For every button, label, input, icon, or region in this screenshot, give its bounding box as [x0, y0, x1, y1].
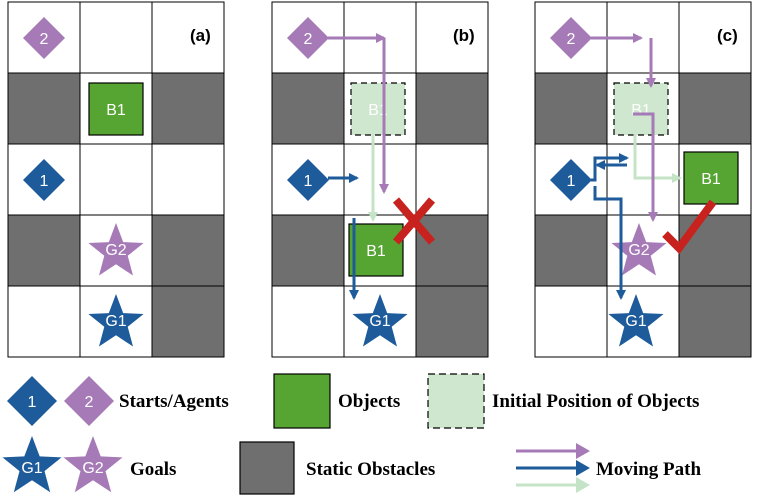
moving-path-agent-1 — [328, 173, 359, 300]
moving-path-object — [633, 134, 682, 183]
legend-goals-label: Goals — [130, 459, 176, 480]
panel-b: (b) B1 2 1 G1 B1 — [271, 1, 489, 358]
legend-goal-2-label: G2 — [82, 460, 103, 477]
goal-1-label: G1 — [625, 313, 646, 330]
object-b1: B1 — [683, 151, 739, 205]
static-obstacle — [151, 72, 225, 145]
static-obstacle — [271, 72, 345, 145]
panel-c: (c) B1 2 1 G2 G1 B1 — [534, 1, 752, 358]
agent-2-label: 2 — [567, 31, 576, 48]
static-obstacle — [151, 285, 225, 358]
object-b1-label: B1 — [106, 102, 126, 119]
object-b1-label: B1 — [701, 171, 721, 188]
agent-2-label: 2 — [40, 31, 49, 48]
goal-2-label: G2 — [628, 242, 649, 259]
agent-1-label: 1 — [567, 173, 576, 190]
static-obstacle — [415, 72, 489, 145]
goal-1: G1 — [608, 294, 664, 347]
agent-2-start: 2 — [550, 17, 592, 59]
goal-1-label: G1 — [105, 313, 126, 330]
goal-1-label: G1 — [369, 313, 390, 330]
moving-path-agent-2 — [591, 33, 658, 222]
moving-path-icon — [516, 443, 590, 493]
legend: 1 2 Starts/Agents Objects Initial Positi… — [2, 373, 701, 495]
legend-initial-position-label: Initial Position of Objects — [492, 391, 699, 412]
static-obstacle — [534, 214, 608, 287]
legend-starts-agents-label: Starts/Agents — [119, 391, 229, 412]
static-obstacle — [534, 72, 608, 145]
legend-objects: Objects — [273, 373, 400, 429]
legend-goal-1-label: G1 — [21, 460, 42, 477]
object-b1-label: B1 — [366, 243, 386, 260]
static-obstacle — [415, 285, 489, 358]
legend-starts-agents: 1 2 Starts/Agents — [7, 376, 229, 426]
object-b1: B1 — [348, 223, 404, 277]
agent-1-start: 1 — [23, 159, 65, 201]
agent-2-start: 2 — [287, 17, 329, 59]
static-obstacle — [678, 214, 752, 287]
panel-label: (b) — [453, 26, 475, 45]
goal-1: G1 — [88, 294, 144, 347]
agent-2-icon: 2 — [64, 376, 114, 426]
panel-label: (c) — [717, 26, 738, 45]
static-obstacle — [7, 72, 81, 145]
object-b1-initial: B1 — [350, 82, 406, 136]
grid-b — [271, 1, 489, 358]
static-obstacle — [678, 72, 752, 145]
static-obstacle — [7, 214, 81, 287]
legend-static-obstacles: Static Obstacles — [239, 441, 435, 495]
object-b1: B1 — [88, 82, 144, 136]
static-obstacle — [678, 285, 752, 358]
goal-1: G1 — [352, 294, 408, 347]
goal-2-label: G2 — [105, 242, 126, 259]
goal-2: G2 — [611, 223, 667, 276]
agent-1-icon: 1 — [7, 376, 57, 426]
object-swatch — [273, 373, 331, 429]
legend-static-obstacles-label: Static Obstacles — [306, 459, 435, 480]
legend-objects-label: Objects — [338, 391, 400, 412]
legend-agent-2-label: 2 — [85, 394, 94, 411]
moving-path-agent-2 — [328, 33, 389, 194]
object-b1-initial: B1 — [613, 82, 669, 136]
initial-position-swatch — [427, 373, 485, 429]
cross-icon — [392, 197, 436, 245]
goal-2: G2 — [88, 223, 144, 276]
legend-agent-1-label: 1 — [28, 394, 37, 411]
legend-moving-path: Moving Path — [516, 443, 701, 493]
legend-moving-path-label: Moving Path — [596, 459, 701, 480]
agent-2-start: 2 — [23, 17, 65, 59]
static-obstacle — [271, 214, 345, 287]
legend-initial-position: Initial Position of Objects — [427, 373, 699, 429]
object-b1-initial-label: B1 — [631, 102, 651, 119]
check-icon — [662, 199, 717, 255]
moving-path-agent-1 — [591, 153, 629, 300]
static-obstacle-swatch — [239, 441, 295, 495]
agent-1-label: 1 — [40, 173, 49, 190]
static-obstacle — [415, 214, 489, 287]
agent-1-start: 1 — [550, 159, 592, 201]
agent-1-label: 1 — [304, 173, 313, 190]
goal-1-icon: G1 — [2, 436, 62, 493]
goal-2-icon: G2 — [63, 436, 123, 493]
agent-2-label: 2 — [304, 31, 313, 48]
panel-a: (a) 2 B1 1 G2 G1 — [7, 1, 225, 358]
panel-label: (a) — [190, 26, 211, 45]
agent-1-start: 1 — [287, 159, 329, 201]
legend-goals: G1 G2 Goals — [2, 436, 176, 493]
static-obstacle — [151, 214, 225, 287]
